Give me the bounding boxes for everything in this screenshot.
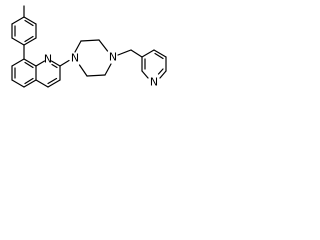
bond (86, 74, 106, 77)
bond (35, 60, 46, 67)
piperazine-nitrogen-1-label: N (71, 52, 79, 65)
bond (11, 16, 25, 25)
bond (23, 37, 37, 46)
piperazine-ring (74, 39, 112, 77)
bond (78, 64, 88, 77)
bond (50, 60, 61, 67)
bond (104, 63, 112, 76)
bond (141, 49, 155, 58)
double-bond-inner (51, 63, 58, 69)
bond (153, 49, 167, 58)
double-bond-inner (157, 68, 164, 75)
quinoline-pyridine-ring (35, 60, 61, 88)
tolyl-group (11, 5, 37, 46)
bond (11, 37, 25, 46)
bond (23, 16, 37, 25)
bond (130, 49, 143, 58)
bond (98, 39, 109, 52)
bond (141, 70, 149, 79)
chemical-structure: N N N N (11, 5, 167, 89)
bond (11, 79, 25, 88)
double-bond-inner (47, 77, 58, 85)
bond (35, 79, 49, 88)
quinoline-nitrogen-label: N (44, 53, 52, 66)
bond (59, 59, 70, 67)
bond (23, 79, 37, 88)
bond (80, 39, 100, 42)
quinoline-benzo-ring (11, 58, 37, 88)
double-bond-inner (24, 77, 34, 85)
bond (117, 49, 132, 56)
bond (23, 58, 37, 67)
pyridine-ring (141, 49, 167, 79)
double-bond-inner (24, 19, 34, 27)
double-bond-inner (24, 35, 34, 43)
double-bond-inner (24, 61, 34, 69)
bond (74, 40, 82, 53)
double-bond-inner (154, 52, 164, 60)
bond (47, 79, 61, 88)
bond (11, 58, 25, 67)
piperazine-nitrogen-4-label: N (109, 51, 117, 64)
bond (159, 70, 167, 79)
pyridine-nitrogen-label: N (150, 76, 158, 89)
